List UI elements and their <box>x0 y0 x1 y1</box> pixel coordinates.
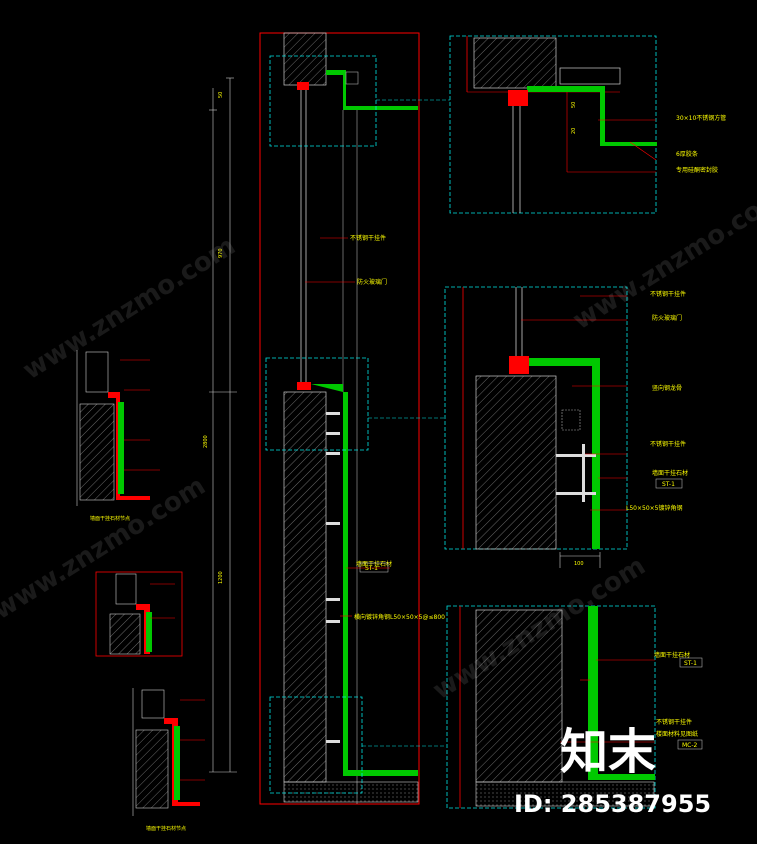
small-1-title: 墙面干挂石材节点 <box>90 515 130 522</box>
watermark-text-1: www.znzmo.com <box>18 231 241 386</box>
dim-detail-b: 20 <box>571 128 577 134</box>
label-stone-detail: 墙面干挂石材 <box>652 469 688 477</box>
dim-lower: 1200 <box>218 571 224 584</box>
watermark-id: ID: 285387955 <box>514 790 711 818</box>
watermark-logo: 知末 <box>560 724 656 780</box>
watermark-text-4: www.znzmo.com <box>568 181 757 336</box>
main-section: 不锈钢干挂件 防火玻璃门 墙面干挂石材 ST-1 横向镀锌角钢L50×50×5@… <box>259 32 450 805</box>
detail-middle: 100 不锈钢干挂件 防火玻璃门 竖向钢龙骨 不锈钢干挂件 墙面干挂石材 ST-… <box>444 286 688 568</box>
dim-bottom: 100 <box>574 561 584 567</box>
label-stone-lower-code: ST-1 <box>684 660 697 667</box>
dim-detail-a: 50 <box>571 102 577 108</box>
small-detail-3: 墙面干挂石材节点 <box>132 688 205 832</box>
label-fire-glass: 防火玻璃门 <box>357 278 387 286</box>
label-angle-steel-main: 横向镀锌角钢L50×50×5@≤800 <box>354 613 445 621</box>
label-detail-seal: 专用硅酮密封胶 <box>676 166 718 174</box>
label-stainless-3: 不锈钢干挂件 <box>650 440 686 448</box>
small-detail-2 <box>95 571 183 657</box>
detail-bottom: 墙面干挂石材 ST-1 不锈钢干挂件 楼面材料见图纸 MC-2 <box>446 605 703 809</box>
label-stainless-2: 不锈钢干挂件 <box>650 290 686 298</box>
dim-top: 50 <box>218 92 224 98</box>
bracket-markers <box>326 412 340 743</box>
label-floor-code: MC-2 <box>682 742 698 749</box>
label-stone-lower: 墙面干挂石材 <box>654 651 690 659</box>
label-floor-finish: 楼面材料见图纸 <box>656 730 698 738</box>
label-stone-code: ST-1 <box>662 481 675 488</box>
small-detail-1: 墙面干挂石材节点 <box>76 350 160 522</box>
glass-door <box>297 82 311 390</box>
label-stainless-main: 不锈钢干挂件 <box>350 234 386 242</box>
small-3-title: 墙面干挂石材节点 <box>146 825 186 832</box>
label-stainless-lower: 不锈钢干挂件 <box>656 718 692 726</box>
dimension-chain: 50 970 2800 1200 <box>203 77 237 773</box>
label-stone-main: 墙面干挂石材 <box>356 560 392 568</box>
label-stone-main-code: ST-1 <box>365 565 378 572</box>
detail-top: 50 20 30×10不锈钢方管 6厚胶条 专用硅酮密封胶 <box>449 35 726 214</box>
dim-total: 2800 <box>203 435 209 448</box>
label-angle-steel-detail: L50×50×5镀锌角钢 <box>626 504 683 512</box>
label-detail-glue: 6厚胶条 <box>676 150 698 158</box>
label-keel: 竖向钢龙骨 <box>652 384 682 392</box>
label-fire-glass-2: 防火玻璃门 <box>652 314 682 322</box>
label-detail-tube: 30×10不锈钢方管 <box>676 114 726 122</box>
dim-mid: 970 <box>218 248 224 258</box>
